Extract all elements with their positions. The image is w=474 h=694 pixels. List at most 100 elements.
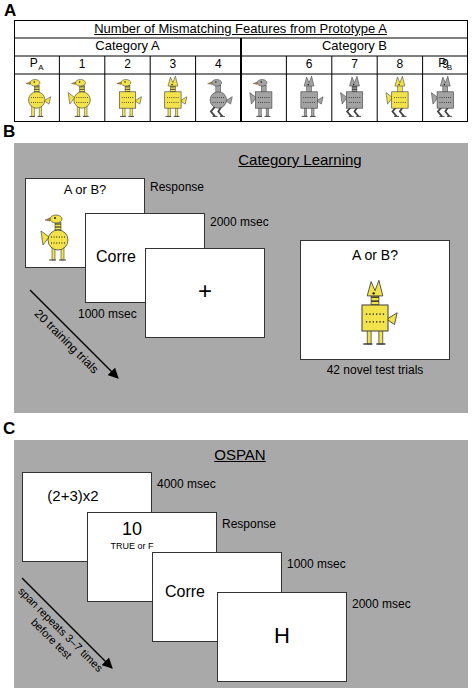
feedback-text: Corre [96,248,136,266]
sequence-arrow [22,578,112,668]
creature-body [346,92,362,108]
creature-head [212,80,222,87]
creature-eye [444,84,445,85]
creature-foot [363,343,385,345]
body-dots [31,98,42,103]
creature-body [29,92,45,108]
creature-figure [386,76,408,116]
creature-leg [367,327,371,344]
creature-eye [398,84,399,85]
body-dots [440,98,451,103]
creature-foot [166,116,180,117]
creature-figure [117,80,142,117]
creature-figure [431,76,453,116]
creature-neck [55,222,61,232]
creature-foot [29,116,43,117]
creature-body [165,92,181,108]
creature-wing [341,93,348,104]
creature-foot [349,116,361,117]
answer-number: 10 [102,519,162,540]
creature-leg [347,107,358,117]
neck-stripes [55,224,61,230]
panel-title: OSPAN [180,446,300,463]
creature-foot [440,116,452,117]
creature-neck [34,85,39,93]
creature-leg [130,106,132,117]
creature-head [121,80,131,87]
panel-band: COSPAN(2+3)x210TRUE or FCorreH [14,440,468,688]
creature-eye [171,84,172,85]
creature-neck [261,85,266,93]
screen-frame: H [217,592,347,682]
grid-line [104,56,105,122]
grid-line [14,74,468,75]
grid-line [286,56,287,122]
creature-tail [316,97,323,104]
creature-leg [393,107,404,117]
creature-head [257,80,267,87]
creature-body [256,92,272,108]
grid-line [195,56,196,122]
creature-head [168,76,178,86]
grid-line [240,38,242,122]
grid-line [14,56,468,57]
creature-body [210,92,226,108]
creature-figure [165,76,187,116]
panel-letter: A [4,1,16,21]
body-dots [167,98,178,103]
panel-letter: B [3,122,15,142]
creature-leg [438,107,449,117]
creature-eye [308,84,309,85]
creature-leg [123,106,125,117]
creature-foot [49,259,66,260]
creature-leg [379,327,383,344]
creature-foot [120,116,134,117]
creature-foot [302,116,316,117]
creature-leg [175,106,177,117]
creature-leg [85,106,87,117]
creature-eye [54,217,56,219]
creature-body [392,92,408,108]
creature-leg [266,106,268,117]
creature-wing [68,93,75,104]
body-dots [349,98,360,103]
neck-stripes [371,297,379,305]
creature-beak [253,82,257,84]
grid-line [331,56,332,122]
creature-leg [168,106,170,117]
creature-eye [34,81,35,82]
creature-eye [79,81,80,82]
creature-eye [215,81,216,82]
neck-stripes [170,87,175,92]
creature-tail [387,313,397,325]
creature-wing [386,93,393,104]
creature-foot [256,116,270,117]
creature-beak [26,82,30,84]
creature-foot [75,116,89,117]
table-panel: ANumber of Mismatching Features from Pro… [14,20,468,122]
screen-text: A or B? [26,183,144,198]
creature-figure [301,76,323,116]
creature-neck [125,85,130,93]
creature-head [367,280,383,296]
creature-leg [259,106,261,117]
body-dots [303,98,314,103]
creature-leg [211,107,222,117]
creature-body [301,92,317,108]
panel-band: BCategory LearningA or B?Corre+A or B? [14,143,468,413]
body-dots [366,314,384,322]
creature-eye [373,292,375,294]
creature-leg [32,106,34,117]
fixation-cross: + [146,277,264,305]
grid-line [14,38,468,39]
creature-beak [117,82,121,84]
sequence-arrow [30,290,118,378]
body-dots [122,98,133,103]
neck-stripes [125,87,130,92]
creature-tail [44,97,51,104]
creature-figure [341,76,363,116]
creature-body [48,230,68,250]
creature-eye [261,81,262,82]
creature-leg [39,106,41,117]
